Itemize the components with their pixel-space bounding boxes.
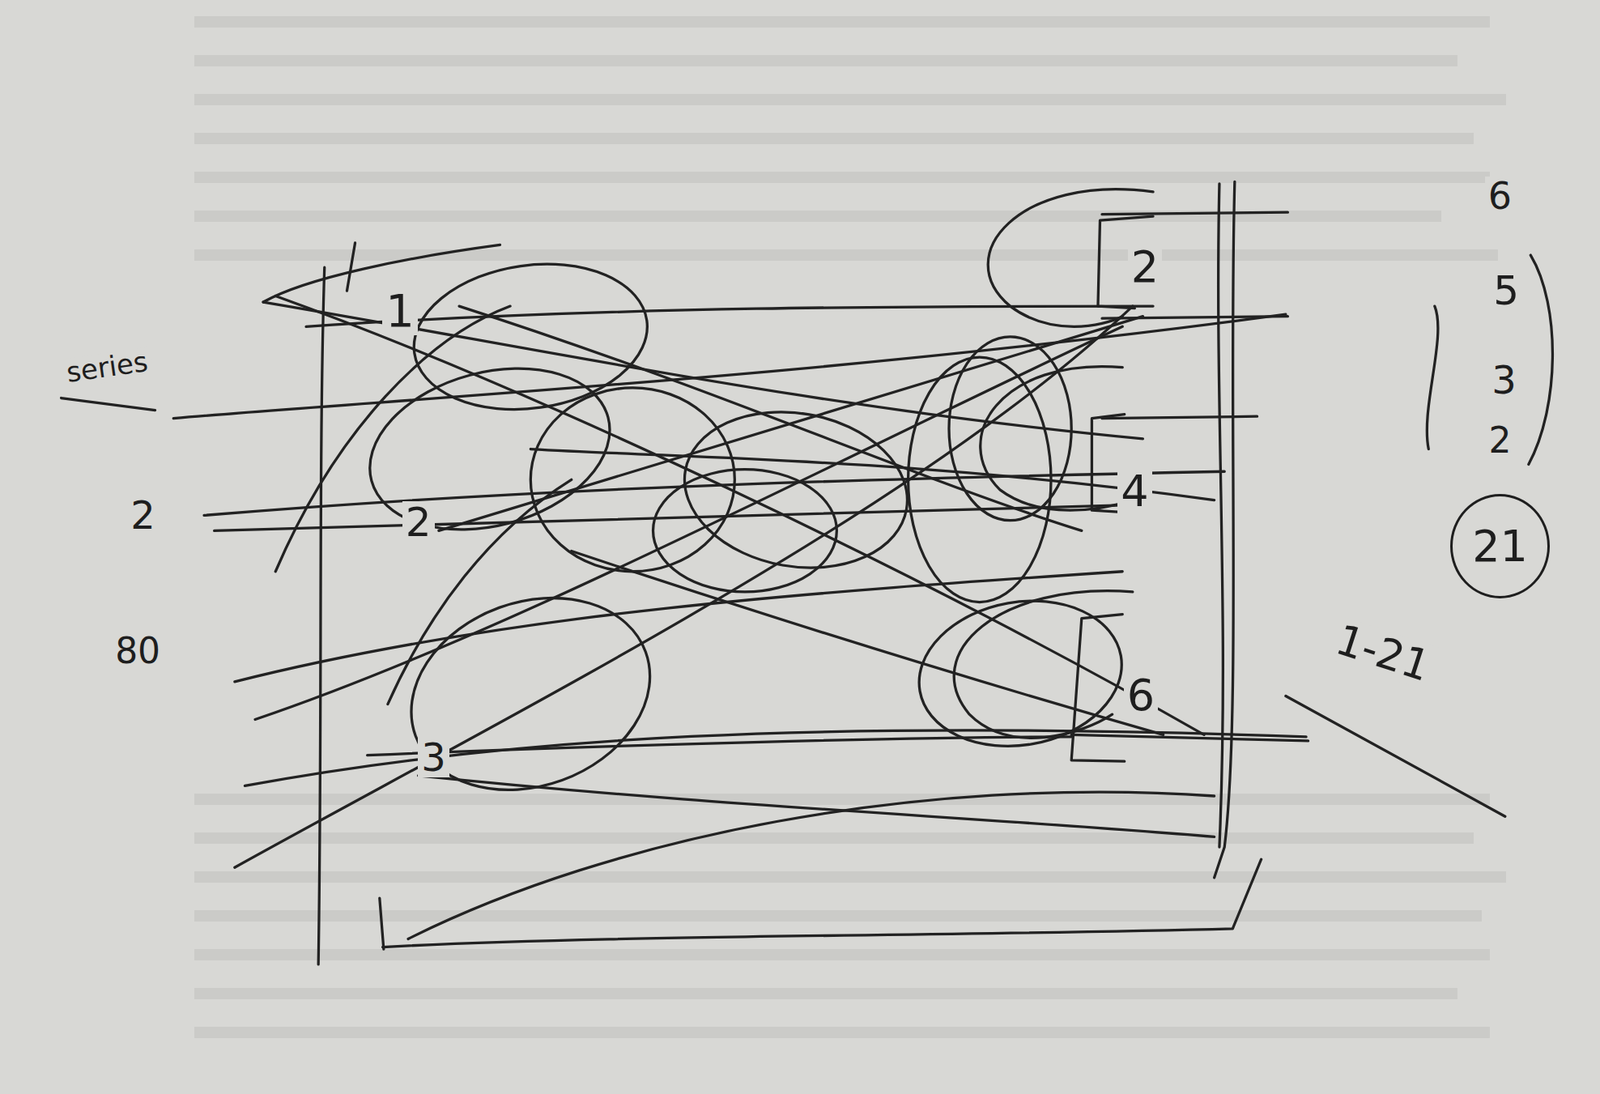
faint-print — [194, 16, 1507, 1039]
callout-number: 6 — [1123, 672, 1158, 720]
callout-number: 2 — [1127, 244, 1162, 291]
column-number: 2 — [1485, 421, 1515, 460]
callout-number: 3 — [417, 736, 450, 778]
column-number: 5 — [1489, 269, 1523, 313]
callout-number: 1 — [382, 287, 418, 336]
callout-number: 4 — [1117, 468, 1152, 515]
margin-number: 2 — [127, 494, 159, 536]
margin-number: 80 — [111, 632, 164, 670]
pen-strokes — [61, 181, 1554, 965]
callout-number: 2 — [402, 501, 435, 545]
column-number: 3 — [1488, 359, 1520, 400]
circled-number-text: 21 — [1472, 520, 1528, 572]
margin-note: series — [61, 346, 154, 388]
range-note: 1-21 — [1327, 616, 1439, 690]
column-number: 6 — [1485, 176, 1515, 216]
circled-number: 21 — [1450, 493, 1550, 599]
